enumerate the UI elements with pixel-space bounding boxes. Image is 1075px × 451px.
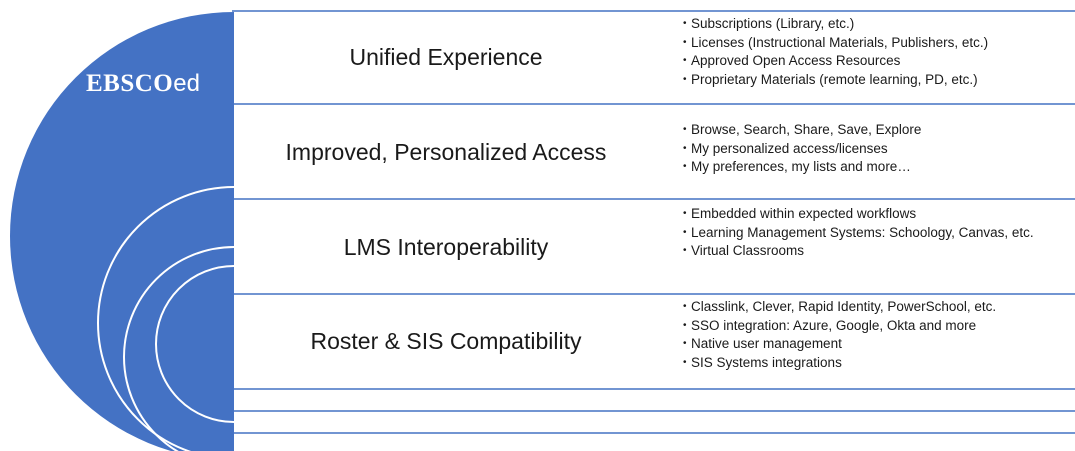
bullet-item: Virtual Classrooms [683,242,1058,261]
bullet-item: Proprietary Materials (remote learning, … [683,71,1063,90]
bullet-list-personalized-access: Browse, Search, Share, Save, Explore My … [683,121,1063,177]
bullet-item: Native user management [683,335,1063,354]
logo-brand: EBSCO [86,70,174,97]
bullet-list-roster-sis: Classlink, Clever, Rapid Identity, Power… [683,298,1063,372]
row-title-unified-experience: Unified Experience [349,44,543,70]
bullet-list-lms-interoperability: Embedded within expected workflows Learn… [683,205,1058,261]
bullet-item: Learning Management Systems: Schoology, … [683,224,1058,243]
bullet-item: SIS Systems integrations [683,354,1063,373]
bullet-item: Classlink, Clever, Rapid Identity, Power… [683,298,1063,317]
bullet-item: Licenses (Instructional Materials, Publi… [683,34,1063,53]
row-title-personalized-access: Improved, Personalized Access [285,139,607,165]
arc-ring-3 [123,246,234,451]
arc-ring-4 [155,265,234,423]
logo-suffix: ed [173,70,200,97]
concentric-arcs [10,12,234,451]
bullet-item: SSO integration: Azure, Google, Okta and… [683,317,1063,336]
row-title-lms-interoperability: LMS Interoperability [343,234,549,260]
bullet-item: Approved Open Access Resources [683,52,1063,71]
bullet-list-unified-experience: Subscriptions (Library, etc.) Licenses (… [683,15,1063,89]
bullet-item: Browse, Search, Share, Save, Explore [683,121,1063,140]
bullet-item: Embedded within expected workflows [683,205,1058,224]
bullet-item: My personalized access/licenses [683,140,1063,159]
outer-arc [10,12,234,451]
bullet-item: Subscriptions (Library, etc.) [683,15,1063,34]
bullet-item: My preferences, my lists and more… [683,158,1063,177]
ebsco-ed-logo: EBSCOed [86,70,236,110]
arc-ring-2 [97,186,234,451]
dividers [232,10,1075,434]
row-title-roster-sis: Roster & SIS Compatibility [310,328,582,354]
